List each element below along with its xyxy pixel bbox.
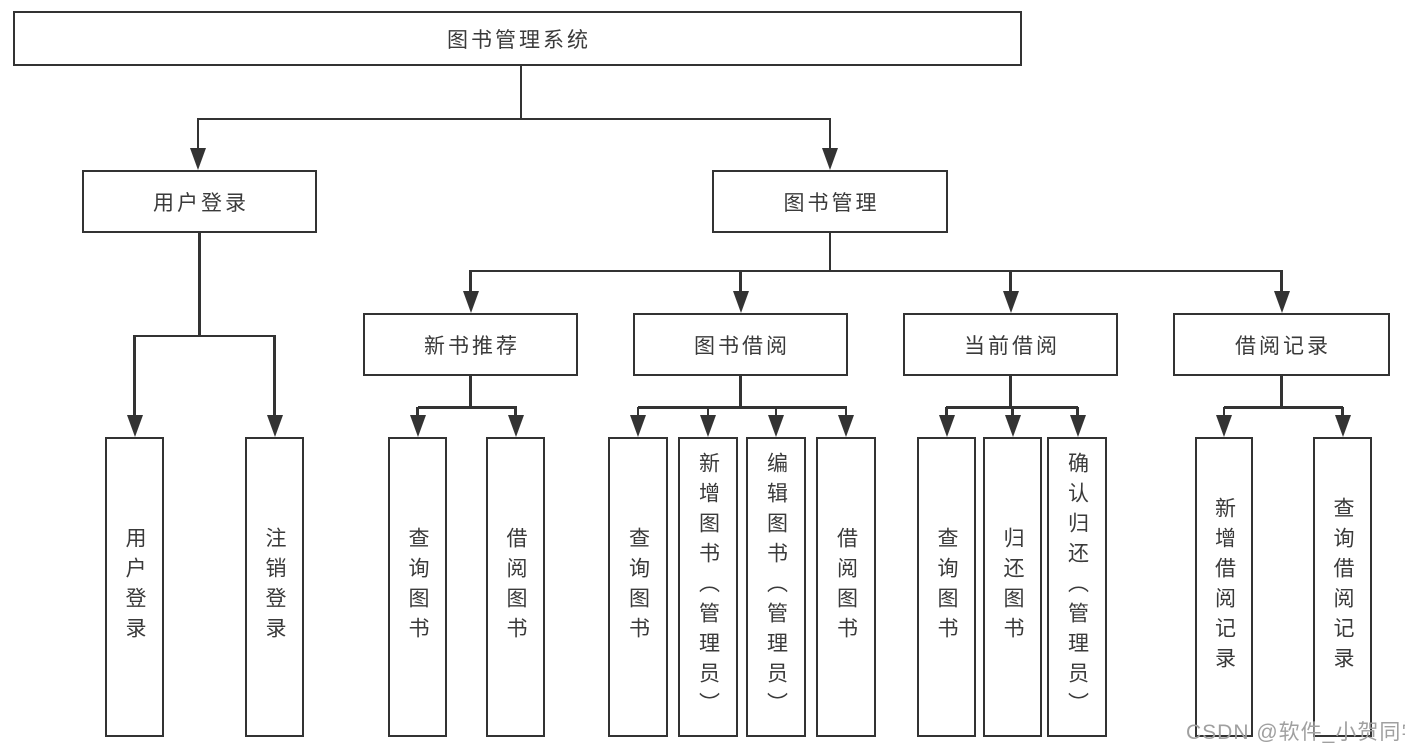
arrow-down-icon xyxy=(1004,415,1021,437)
leaf-borrow-books-1: 借阅图书 xyxy=(486,437,545,737)
leaf-query-borrow-record: 查询借阅记录 xyxy=(1313,437,1372,737)
arrow-down-icon xyxy=(1002,291,1019,313)
node-root: 图书管理系统 xyxy=(13,11,1022,66)
leaf-query-books-2-label: 查询图书 xyxy=(626,527,650,647)
connector-line xyxy=(196,118,200,150)
node-user-login-label: 用户登录 xyxy=(153,191,249,215)
arrow-down-icon xyxy=(630,415,646,437)
leaf-edit-books-admin-label: 编辑图书（管理员） xyxy=(764,452,788,722)
leaf-return-books-label: 归还图书 xyxy=(1001,527,1024,647)
arrow-down-icon xyxy=(462,291,479,313)
leaf-add-borrow-record-label: 新增借阅记录 xyxy=(1212,497,1236,677)
leaf-user-login: 用户登录 xyxy=(105,437,164,737)
node-borrow-records-label: 借阅记录 xyxy=(1235,334,1331,358)
connector-line xyxy=(706,407,710,417)
leaf-user-login-label: 用户登录 xyxy=(123,527,146,647)
arrow-down-icon xyxy=(1273,291,1290,313)
leaf-query-books-1-label: 查询图书 xyxy=(406,527,429,647)
arrow-down-icon xyxy=(938,415,955,437)
arrow-down-icon xyxy=(507,415,524,437)
connector-line xyxy=(1280,270,1283,292)
watermark: CSDN @软件_小贺同学 xyxy=(1186,721,1405,744)
arrow-down-icon xyxy=(838,415,854,437)
connector-line xyxy=(1009,270,1012,292)
node-user-login: 用户登录 xyxy=(82,170,317,233)
leaf-logout: 注销登录 xyxy=(245,437,304,737)
arrow-down-icon xyxy=(266,415,283,437)
connector-line xyxy=(470,269,1282,273)
node-new-book-recommend-label: 新书推荐 xyxy=(424,334,520,358)
node-book-borrow-label: 图书借阅 xyxy=(694,334,790,358)
connector-line xyxy=(739,270,742,292)
leaf-return-books: 归还图书 xyxy=(983,437,1042,737)
arrow-down-icon xyxy=(190,148,206,170)
connector-line xyxy=(133,335,136,417)
arrow-down-icon xyxy=(126,415,143,437)
connector-line xyxy=(514,407,517,417)
leaf-borrow-books-2: 借阅图书 xyxy=(816,437,876,737)
leaf-query-books-2: 查询图书 xyxy=(608,437,668,737)
connector-line xyxy=(1011,407,1014,417)
leaf-borrow-books-1-label: 借阅图书 xyxy=(504,527,527,647)
leaf-add-books-admin-label: 新增图书（管理员） xyxy=(696,452,720,722)
connector-line xyxy=(273,335,276,417)
leaf-borrow-books-2-label: 借阅图书 xyxy=(834,527,858,647)
node-current-borrow-label: 当前借阅 xyxy=(964,334,1060,358)
connector-line xyxy=(197,117,831,120)
connector-line xyxy=(416,407,419,417)
connector-line xyxy=(828,118,832,150)
connector-line xyxy=(1076,407,1079,417)
leaf-query-books-1: 查询图书 xyxy=(388,437,447,737)
connector-line xyxy=(519,66,522,120)
connector-line xyxy=(1341,407,1344,417)
connector-line xyxy=(638,406,847,409)
arrow-down-icon xyxy=(732,291,749,313)
arrow-down-icon xyxy=(1216,415,1232,437)
node-book-management-label: 图书管理 xyxy=(783,191,880,215)
node-book-management: 图书管理 xyxy=(712,170,948,233)
node-book-borrow: 图书借阅 xyxy=(633,313,848,376)
connector-line xyxy=(469,270,472,292)
connector-line xyxy=(1280,376,1283,408)
leaf-logout-label: 注销登录 xyxy=(263,527,286,647)
connector-line xyxy=(636,407,640,417)
connector-line xyxy=(134,334,275,338)
arrow-down-icon xyxy=(1334,415,1351,437)
arrow-down-icon xyxy=(768,415,784,437)
node-current-borrow: 当前借阅 xyxy=(903,313,1118,376)
connector-line xyxy=(417,406,517,409)
arrow-down-icon xyxy=(700,415,716,437)
leaf-confirm-return-admin: 确认归还（管理员） xyxy=(1047,437,1107,737)
arrow-down-icon xyxy=(1069,415,1086,437)
arrow-down-icon xyxy=(822,148,838,170)
arrow-down-icon xyxy=(409,415,426,437)
node-root-label: 图书管理系统 xyxy=(447,28,591,52)
leaf-query-books-3: 查询图书 xyxy=(917,437,976,737)
connector-line xyxy=(739,376,742,408)
connector-line xyxy=(1222,407,1226,417)
leaf-query-books-3-label: 查询图书 xyxy=(935,527,958,647)
connector-line xyxy=(1009,376,1012,408)
connector-line xyxy=(1224,406,1343,409)
connector-line xyxy=(469,376,472,408)
node-new-book-recommend: 新书推荐 xyxy=(363,313,578,376)
connector-line xyxy=(774,407,778,417)
leaf-edit-books-admin: 编辑图书（管理员） xyxy=(746,437,806,737)
connector-line xyxy=(844,407,848,417)
leaf-confirm-return-admin-label: 确认归还（管理员） xyxy=(1065,452,1089,722)
connector-line xyxy=(945,407,948,417)
connector-line xyxy=(828,233,832,272)
node-borrow-records: 借阅记录 xyxy=(1173,313,1390,376)
connector-line xyxy=(198,233,201,337)
leaf-add-books-admin: 新增图书（管理员） xyxy=(678,437,738,737)
leaf-add-borrow-record: 新增借阅记录 xyxy=(1195,437,1253,737)
leaf-query-borrow-record-label: 查询借阅记录 xyxy=(1331,497,1354,677)
